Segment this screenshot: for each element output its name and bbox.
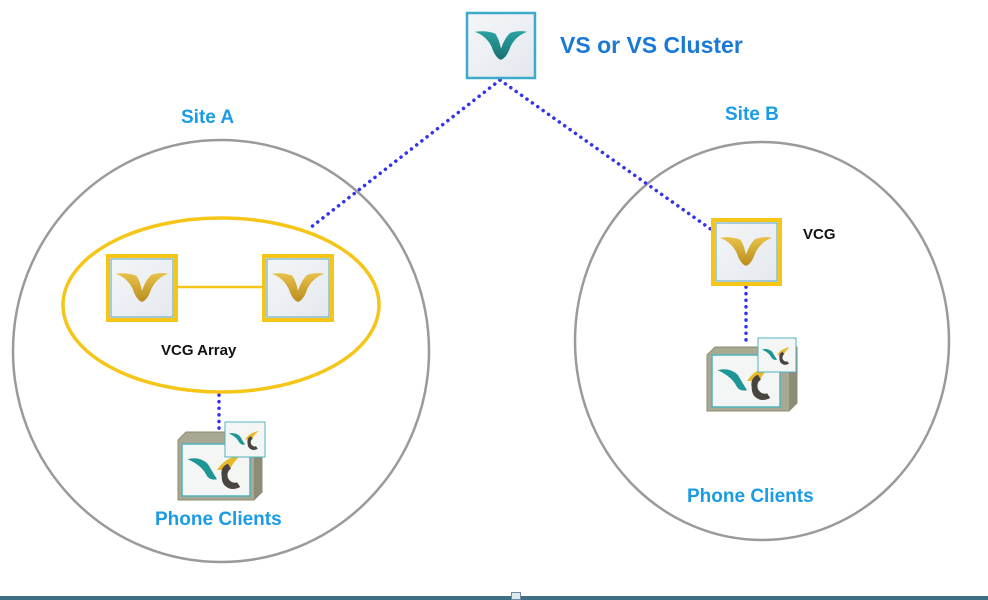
vs-cluster-label: VS or VS Cluster (560, 32, 743, 58)
link-vs-to-vcg (498, 78, 714, 232)
vs-cluster-icon[interactable] (465, 11, 537, 80)
site-a-phone-clients-icon[interactable] (177, 421, 266, 501)
vcg-array-label: VCG Array (161, 342, 237, 359)
site-b-boundary (573, 140, 951, 542)
resize-handle[interactable] (511, 592, 521, 600)
vcg-array-member-2-icon[interactable] (262, 254, 334, 322)
vcg-array-member-1-icon[interactable] (106, 254, 178, 322)
site-b-phone-clients-label: Phone Clients (687, 486, 814, 507)
vcg-icon[interactable] (711, 218, 782, 286)
bottom-border (0, 596, 988, 600)
site-b-label: Site B (725, 104, 779, 125)
site-a-label: Site A (181, 107, 235, 128)
site-a-boundary (11, 138, 431, 564)
vcg-array-boundary (61, 216, 381, 394)
site-a-phone-clients-label: Phone Clients (155, 509, 282, 530)
vcg-label: VCG (803, 226, 836, 243)
link-vs-to-vcg-array (308, 78, 502, 230)
site-b-phone-clients-icon[interactable] (706, 337, 798, 412)
